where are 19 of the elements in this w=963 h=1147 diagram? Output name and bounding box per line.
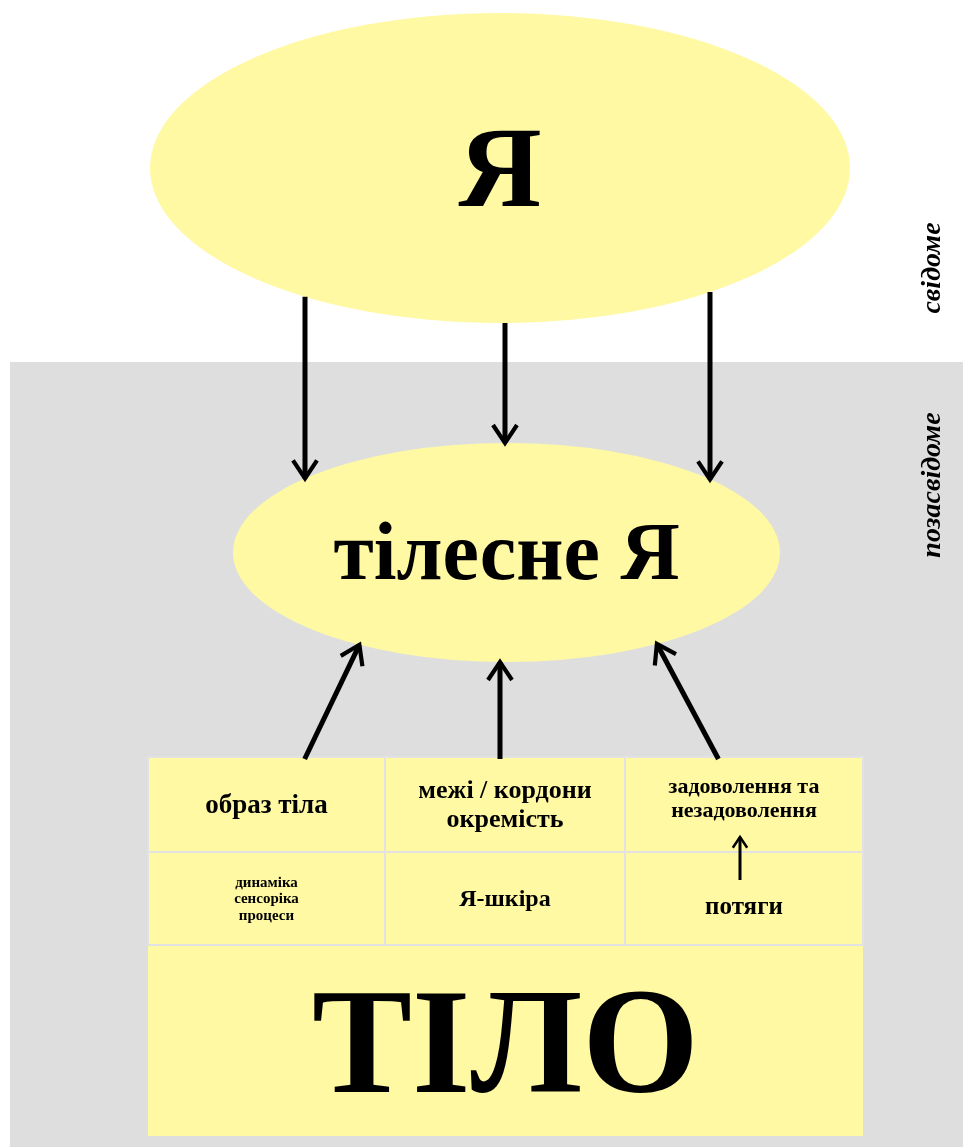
arrow [290, 296, 320, 481]
ellipse-node [233, 443, 780, 662]
node-label: межі / кордони окремість [417, 775, 593, 834]
zone-label: свідоме [914, 222, 947, 314]
node-label: задоволення та незадоволення [667, 773, 821, 823]
zone-label: позасвідоме [914, 412, 947, 558]
node-label: ТІЛО [312, 958, 699, 1124]
node-label: тілесне Я [333, 507, 680, 598]
node-label: Я [458, 104, 542, 232]
arrow [731, 835, 749, 880]
body-box [148, 946, 863, 1136]
node-label: образ тіла [205, 789, 328, 820]
node-label: Я-шкіра [459, 885, 551, 912]
arrow [485, 659, 515, 759]
ellipse-node [150, 13, 850, 323]
node-label: динаміка сенсоріка процеси [233, 873, 300, 924]
arrow [695, 292, 725, 482]
arrow [490, 323, 520, 446]
node-label: потяги [705, 892, 783, 920]
